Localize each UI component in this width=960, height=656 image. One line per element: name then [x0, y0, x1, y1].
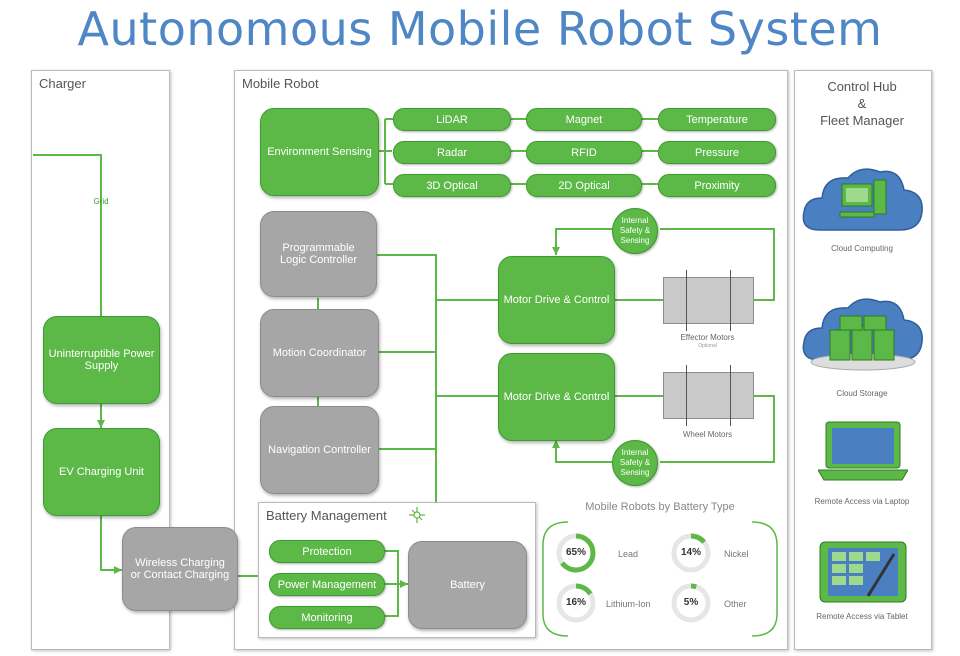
- sensor-3d-optical: 3D Optical: [393, 174, 511, 197]
- battery-management-title: Battery Management: [266, 508, 387, 523]
- donut-pct-other: 5%: [683, 597, 699, 608]
- motion-coordinator-box: Motion Coordinator: [260, 309, 379, 397]
- cloud-computing-label: Cloud Computing: [831, 244, 893, 253]
- hub-panel-label-2: &: [857, 96, 867, 111]
- wheel-motors-label: Wheel Motors: [682, 430, 733, 439]
- diagram-title: Autonomous Mobile Robot System: [77, 2, 883, 56]
- cloud-computing-icon: [800, 160, 926, 245]
- laptop-icon: [817, 420, 909, 487]
- cloud-storage-icon: [800, 296, 926, 381]
- ups-box: Uninterruptible Power Supply: [43, 316, 160, 404]
- effector-motors-label: Effector Motors: [680, 333, 735, 342]
- donut-arc: [671, 533, 711, 573]
- hub-panel-label-1: Control Hub: [827, 79, 897, 94]
- donut-label-lithium: Lithium-Ion: [606, 599, 651, 609]
- laptop-label: Remote Access via Laptop: [814, 497, 910, 506]
- sensor-lidar: LiDAR: [393, 108, 511, 131]
- donut-label-nickel: Nickel: [724, 549, 749, 559]
- sensor-pressure: Pressure: [658, 141, 776, 164]
- tablet-icon: [818, 540, 910, 611]
- donut-arc: [556, 533, 596, 573]
- battery-box: Battery: [408, 541, 527, 629]
- wireless-charging-box: Wireless Charging or Contact Charging: [122, 527, 238, 611]
- donut-arc: [671, 583, 711, 623]
- sensor-rfid: RFID: [526, 141, 642, 164]
- effector-motors: [663, 270, 754, 331]
- donut-label-other: Other: [724, 599, 747, 609]
- sensor-2d-optical: 2D Optical: [526, 174, 642, 197]
- robot-panel-label: Mobile Robot: [242, 76, 319, 91]
- motor-drive-2: Motor Drive & Control: [498, 353, 615, 441]
- sensor-magnet: Magnet: [526, 108, 642, 131]
- plc-box: Programmable Logic Controller: [260, 211, 377, 297]
- wheel-motors: [663, 365, 754, 426]
- battery-type-title: Mobile Robots by Battery Type: [585, 501, 735, 513]
- charger-panel-label: Charger: [39, 76, 86, 91]
- environment-sensing-box: Environment Sensing: [260, 108, 379, 196]
- donut-pct-nickel: 14%: [680, 547, 701, 558]
- sensor-proximity: Proximity: [658, 174, 776, 197]
- power-management-pill: Power Management: [269, 573, 385, 596]
- tablet-label: Remote Access via Tablet: [816, 612, 908, 621]
- protection-pill: Protection: [269, 540, 385, 563]
- sensor-radar: Radar: [393, 141, 511, 164]
- safety-sensing-1: Internal Safety & Sensing: [612, 208, 658, 254]
- motor-drive-1: Motor Drive & Control: [498, 256, 615, 344]
- monitoring-pill: Monitoring: [269, 606, 385, 629]
- safety-sensing-2: Internal Safety & Sensing: [612, 440, 658, 486]
- grid-label: Grid: [93, 197, 109, 206]
- effector-motors-sublabel: Optional: [698, 343, 717, 349]
- donut-pct-lithium: 16%: [565, 597, 586, 608]
- cloud-storage-label: Cloud Storage: [836, 389, 888, 398]
- battery-management-icon: [408, 506, 426, 529]
- donut-arc: [556, 583, 596, 623]
- navigation-controller-box: Navigation Controller: [260, 406, 379, 494]
- donut-label-lead: Lead: [618, 549, 639, 559]
- donut-pct-lead: 65%: [565, 547, 586, 558]
- hub-panel-label-3: Fleet Manager: [820, 113, 904, 128]
- sensor-temperature: Temperature: [658, 108, 776, 131]
- ev-charging-box: EV Charging Unit: [43, 428, 160, 516]
